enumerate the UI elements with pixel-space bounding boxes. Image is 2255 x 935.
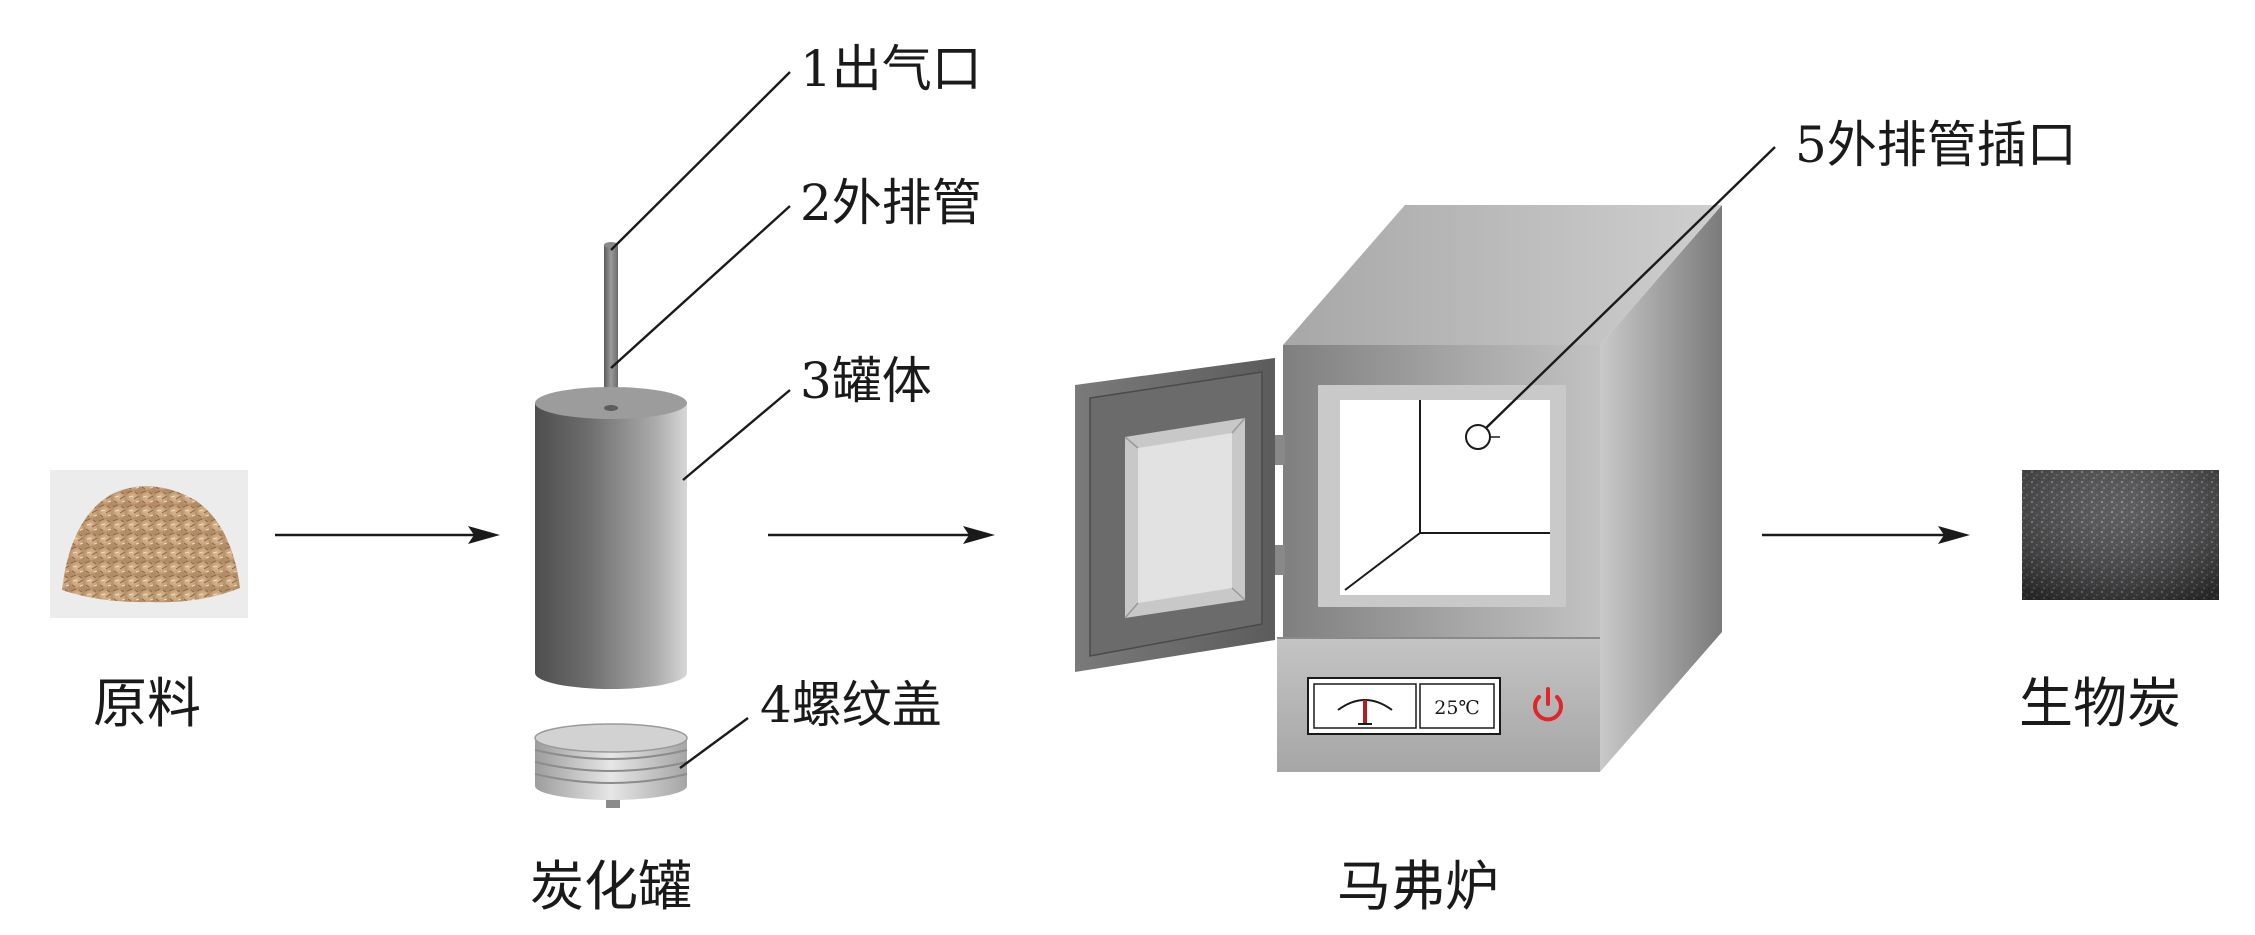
- outer-tube: [604, 245, 618, 410]
- leader-screw-cap: [679, 717, 749, 769]
- leader-outer-tube: [610, 205, 791, 369]
- furnace-door: [1075, 358, 1275, 672]
- caption-carbonization-tank: 炭化罐: [530, 855, 692, 918]
- screw-cap: [534, 723, 688, 808]
- biochar-image: [2022, 470, 2219, 600]
- label-outer-tube: 2外排管: [800, 174, 982, 232]
- label-tube-socket: 5外排管插口: [1795, 116, 2077, 174]
- arrow-raw-to-tank: [275, 526, 500, 544]
- label-screw-cap: 4螺纹盖: [760, 676, 942, 734]
- gauge-icon: [1337, 699, 1393, 725]
- caption-raw-material: 原料: [93, 672, 201, 735]
- caption-biochar: 生物炭: [2019, 672, 2181, 735]
- carbonization-tank: [534, 242, 688, 808]
- raw-material-image: [50, 470, 248, 618]
- tank-body: [535, 387, 687, 689]
- leader-tube-socket: [1485, 146, 1776, 429]
- label-tank-body: 3罐体: [800, 352, 932, 410]
- power-icon: [1533, 687, 1563, 722]
- caption-muffle-furnace: 马弗炉: [1337, 855, 1499, 918]
- temperature-readout: 25℃: [1434, 697, 1479, 719]
- arrow-furnace-to-biochar: [1762, 526, 1970, 544]
- temperature-display: 25℃: [1307, 677, 1501, 735]
- leader-outlet: [610, 71, 791, 251]
- leader-tank-body: [682, 389, 791, 481]
- label-outlet: 1出气口: [800, 40, 982, 98]
- arrow-tank-to-furnace: [768, 526, 995, 544]
- muffle-furnace: 25℃: [1075, 205, 1722, 772]
